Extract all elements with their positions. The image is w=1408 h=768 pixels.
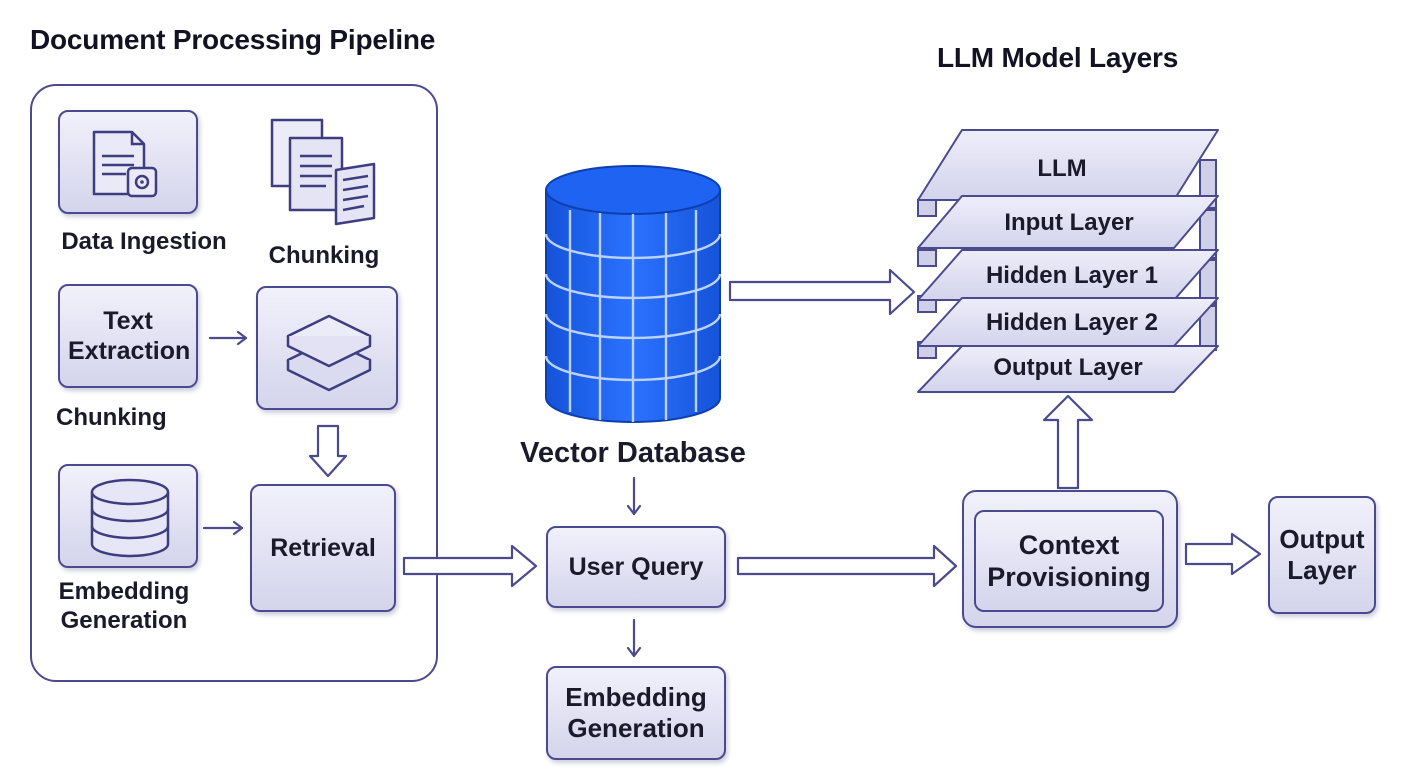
embedding-db-box[interactable] <box>58 464 198 568</box>
layer-hidden-1-label: Hidden Layer 1 <box>986 262 1158 289</box>
retrieval-label: Retrieval <box>270 534 376 562</box>
layer-input <box>917 195 1219 249</box>
chunking-top-label: Chunking <box>268 242 380 269</box>
layer-output <box>917 345 1219 393</box>
layer-output-label: Output Layer <box>993 354 1142 381</box>
output-layer-box[interactable]: Output Layer <box>1268 496 1376 614</box>
embedding-generation-box[interactable]: Embedding Generation <box>546 666 726 760</box>
arrow-query-to-embedding <box>626 618 642 658</box>
arrow-context-to-output <box>1184 532 1262 576</box>
arrow-vector-to-query <box>626 476 642 516</box>
user-query-label: User Query <box>568 553 704 581</box>
layer-llm-label: LLM <box>1037 155 1086 182</box>
context-provisioning-label: Context Provisioning <box>987 529 1151 592</box>
database-icon <box>90 478 170 558</box>
data-ingestion-box[interactable] <box>58 110 198 214</box>
arrow-chunk-to-retrieval <box>308 424 348 478</box>
chunk-layers-box[interactable] <box>256 286 398 410</box>
llm-title: LLM Model Layers <box>937 42 1179 73</box>
arrow-retrieval-to-query <box>402 544 538 588</box>
arrow-context-to-llm <box>1042 394 1094 490</box>
arrow-embedding-to-retrieval <box>202 520 244 536</box>
document-icon <box>92 130 158 198</box>
layers-icon <box>286 314 372 392</box>
arrow-text-to-chunk <box>208 330 248 346</box>
text-extraction-label: Text Extraction <box>68 307 191 365</box>
text-extraction-box[interactable]: Text Extraction <box>58 284 198 388</box>
user-query-box[interactable]: User Query <box>546 526 726 608</box>
context-provisioning-outer[interactable]: Context Provisioning <box>962 490 1178 628</box>
layer-input-label: Input Layer <box>1004 209 1133 236</box>
context-provisioning-inner: Context Provisioning <box>974 510 1164 612</box>
data-ingestion-label: Data Ingestion <box>61 228 227 255</box>
embedding-generation-bottom-label: Embedding Generation <box>565 681 707 743</box>
embedding-generation-label: Embedding Generation <box>58 578 190 634</box>
vector-database-label: Vector Database <box>520 437 746 469</box>
arrow-vector-to-llm <box>728 268 916 316</box>
output-layer-label: Output Layer <box>1279 523 1365 585</box>
chunking-left-label: Chunking <box>56 404 167 431</box>
pipeline-title: Document Processing Pipeline <box>30 24 436 55</box>
retrieval-box[interactable]: Retrieval <box>250 484 396 612</box>
layer-hidden-2-label: Hidden Layer 2 <box>986 309 1158 336</box>
arrow-query-to-context <box>736 544 958 588</box>
